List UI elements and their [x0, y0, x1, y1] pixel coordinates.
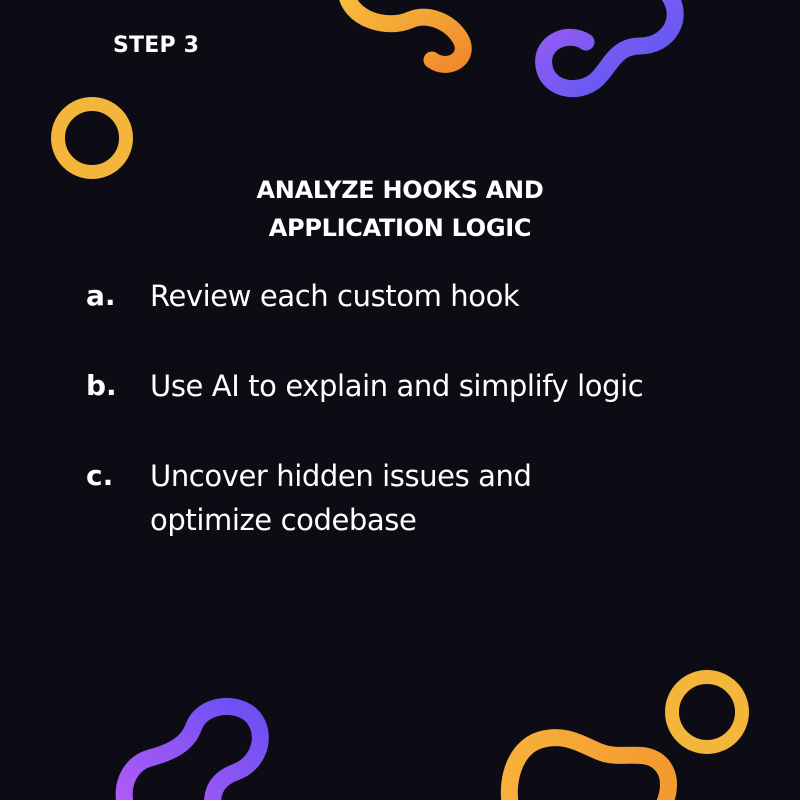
orange-link-shape-icon	[339, 0, 472, 73]
yellow-ring-icon	[665, 670, 749, 754]
list-marker: b.	[86, 369, 117, 402]
list-item-line-2: optimize codebase	[150, 503, 417, 537]
list-item-line-1: Use AI to explain and simplify logic	[150, 369, 644, 403]
yellow-ring-icon	[51, 97, 133, 179]
orange-link-shape-icon	[500, 729, 677, 800]
list-item-text: Use AI to explain and simplify logic	[150, 364, 770, 408]
page-title-line-2: APPLICATION LOGIC	[268, 214, 532, 242]
list-item-line-1: Uncover hidden issues and	[150, 459, 532, 493]
purple-link-shape-icon	[535, 0, 684, 98]
page-title-line-1: ANALYZE HOOKS AND	[256, 176, 544, 204]
list-item-line-1: Review each custom hook	[150, 279, 520, 313]
list-marker: c.	[86, 459, 114, 492]
list-item-text: Review each custom hook	[150, 274, 770, 318]
list-marker: a.	[86, 279, 116, 312]
step-label: STEP 3	[113, 33, 200, 58]
page-title: ANALYZE HOOKS AND APPLICATION LOGIC	[0, 171, 800, 247]
purple-link-shape-icon	[115, 697, 269, 800]
list-item-text: Uncover hidden issues and optimize codeb…	[150, 454, 770, 542]
